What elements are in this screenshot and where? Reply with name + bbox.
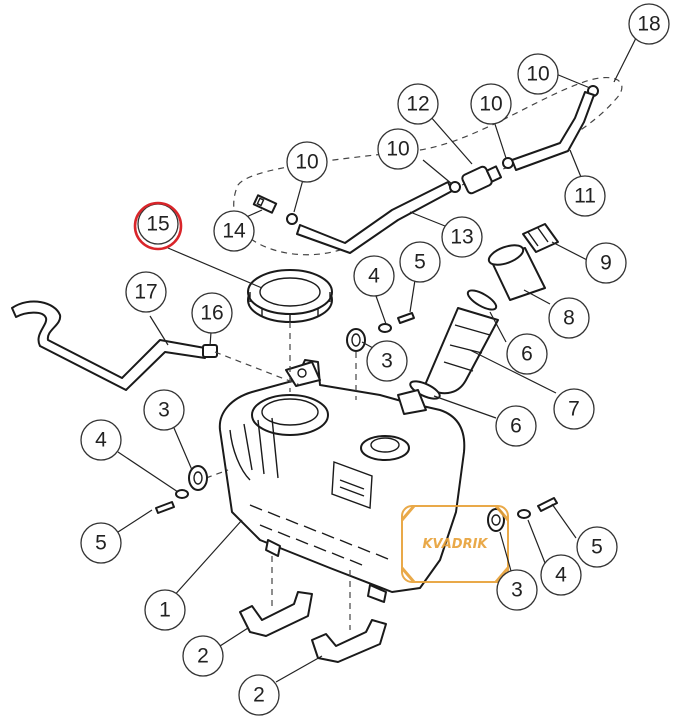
washer-4-right [517,509,531,519]
alignment-line-hose [214,351,301,386]
svg-text:16: 16 [200,302,223,325]
breather-hose-17 [11,300,206,391]
svg-text:15: 15 [146,213,169,236]
leader-pad-upper [219,627,249,647]
svg-text:4: 4 [555,564,567,587]
svg-text:4: 4 [95,429,107,452]
svg-text:10: 10 [479,93,502,116]
svg-text:4: 4 [368,265,380,288]
callout-14: 14 [213,210,255,252]
svg-text:8: 8 [563,307,575,330]
callout-10-right: 10 [470,83,512,125]
svg-text:10: 10 [526,63,549,86]
svg-text:2: 2 [197,645,209,668]
callout-11: 11 [564,175,606,217]
bolt-5-right [537,497,558,512]
callout-7: 7 [553,388,595,430]
svg-text:10: 10 [295,151,318,174]
filler-hose-7 [424,307,499,395]
callout-9: 9 [585,242,627,284]
watermark-logo: KVADRIK [400,505,510,583]
clamp-6-bottom [409,380,441,400]
svg-text:5: 5 [414,251,426,274]
filler-neck-9 [522,223,559,253]
clamp-6-top [466,289,498,311]
leader-pad-lower [275,655,323,683]
alignment-line-left-mount [205,469,229,479]
svg-text:12: 12 [406,93,429,116]
filler-hose-7-ribs [443,324,491,372]
svg-text:1: 1 [159,599,171,622]
svg-text:3: 3 [158,399,170,422]
svg-text:5: 5 [95,532,107,555]
svg-text:11: 11 [574,185,596,208]
callout-5-left: 5 [80,522,122,564]
watermark-brand: KVADRIK [422,537,488,552]
grommet-3-left [188,465,208,491]
callout-2-upper: 2 [182,635,224,677]
callout-10-middle: 10 [377,128,419,170]
callout-5-right: 5 [576,526,618,568]
svg-text:3: 3 [511,579,523,602]
callout-12: 12 [397,83,439,125]
callout-6-lower: 6 [495,405,537,447]
clamp-10-left [286,213,298,225]
filler-adapter-8-rim [487,244,525,266]
callout-1: 1 [144,589,186,631]
svg-text:6: 6 [510,415,522,438]
fuel-tank-1 [218,359,466,603]
svg-text:10: 10 [386,138,409,161]
clamp-16 [202,344,218,358]
callout-2-lower: 2 [238,674,280,716]
svg-text:5: 5 [591,536,603,559]
tank-pad-2-lower [311,619,387,663]
washer-4-left [175,489,189,499]
callout-10-left: 10 [286,141,328,183]
vent-fitting-14 [252,194,278,214]
callout-15-highlighted: 15 [133,201,183,251]
washer-4-top [378,323,392,333]
callout-13: 13 [441,216,483,258]
callout-3-top: 3 [366,340,408,382]
callout-18: 18 [628,3,670,45]
callout-3-left: 3 [143,389,185,431]
tank-pad-2-upper [239,591,313,637]
bolt-5-top [397,312,415,324]
callout-5-top: 5 [399,241,441,283]
bolt-5-left [155,501,175,514]
clamp-10-mid [449,181,461,193]
callout-4-right: 4 [540,554,582,596]
callout-6-upper: 6 [506,333,548,375]
callout-4-top: 4 [353,255,395,297]
vent-hose-assembly-outline [233,76,623,256]
svg-text:3: 3 [381,350,393,373]
svg-text:2: 2 [253,684,265,707]
vent-hose-13 [296,181,453,254]
grommet-3-top [346,328,366,352]
callout-17: 17 [125,271,167,313]
svg-text:13: 13 [450,226,473,249]
callout-10-upper-right: 10 [517,53,559,95]
vent-hose-11 [511,91,595,171]
svg-text:14: 14 [222,220,246,243]
svg-text:7: 7 [568,398,580,421]
svg-text:17: 17 [134,281,157,304]
callout-16: 16 [191,292,233,334]
svg-text:6: 6 [521,343,533,366]
callout-3-right: 3 [496,569,538,611]
highlight-ring [133,201,183,251]
callout-8: 8 [548,297,590,339]
rollover-valve-12 [461,165,503,195]
svg-text:18: 18 [637,13,660,36]
grommet-3-right [487,508,505,532]
svg-text:9: 9 [600,252,612,275]
callout-4-left: 4 [80,419,122,461]
lock-ring-15 [247,269,333,323]
